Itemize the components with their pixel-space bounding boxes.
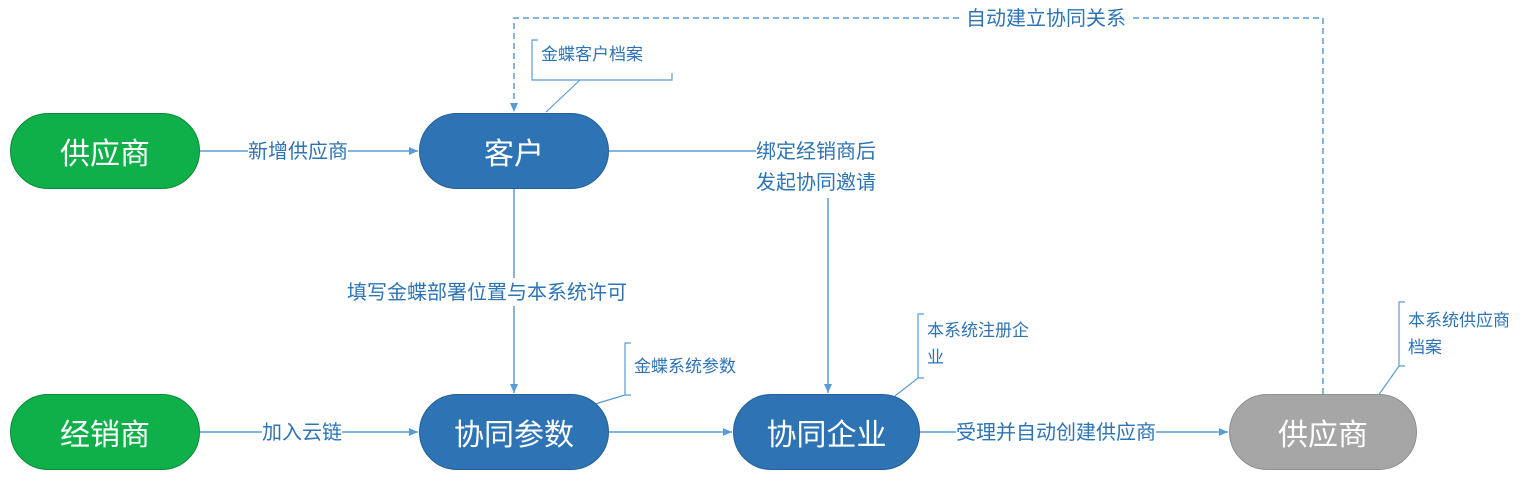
node-supplier-right: 供应商 (1229, 394, 1417, 470)
label-add-supplier: 新增供应商 (248, 137, 348, 165)
node-dealer: 经销商 (10, 394, 200, 470)
label-fill-kingdee: 填写金蝶部署位置与本系统许可 (347, 278, 627, 306)
label-accept-create: 受理并自动创建供应商 (956, 418, 1156, 446)
callout-supplier-file (1377, 301, 1405, 397)
label-join-cloud: 加入云链 (262, 418, 342, 446)
edge-auto-relation (510, 17, 1324, 394)
note-registered-line2: 业 (927, 348, 944, 368)
note-registered: 本系统注册企 业 (927, 318, 1029, 372)
node-customer: 客户 (419, 113, 609, 189)
callout-registered (894, 313, 924, 397)
node-collab-params: 协同参数 (419, 394, 609, 470)
node-collab-enterprise: 协同企业 (733, 394, 920, 470)
note-supplier-file-line2: 档案 (1408, 338, 1442, 358)
label-bind-dealer: 绑定经销商后 发起协同邀请 (756, 136, 876, 198)
note-supplier-file-line1: 本系统供应商 (1408, 311, 1510, 331)
note-supplier-file: 本系统供应商 档案 (1408, 308, 1510, 362)
note-registered-line1: 本系统注册企 (927, 321, 1029, 341)
note-kingdee-customer: 金蝶客户档案 (541, 45, 643, 65)
label-bind-dealer-line1: 绑定经销商后 (756, 139, 876, 163)
callout-kingdee-params (594, 342, 631, 405)
node-supplier-left: 供应商 (10, 113, 200, 189)
note-kingdee-params: 金蝶系统参数 (634, 357, 736, 377)
label-auto-relation: 自动建立协同关系 (962, 4, 1130, 32)
callout-kingdee-customer (531, 39, 673, 113)
label-bind-dealer-line2: 发起协同邀请 (756, 170, 876, 194)
